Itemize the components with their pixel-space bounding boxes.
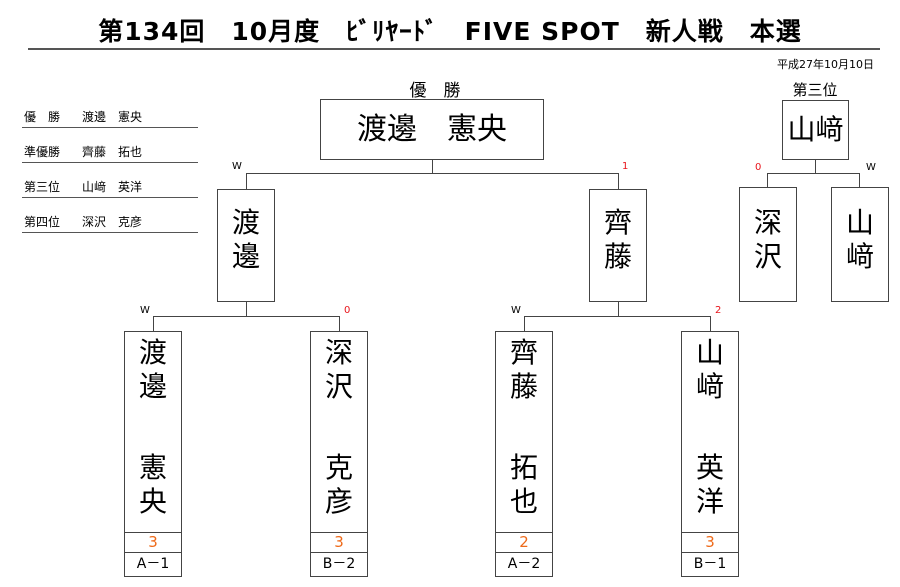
champion-box: 渡邊 憲央 [320, 99, 544, 160]
player-name-char: 憲 [138, 451, 167, 485]
player-box-b2: 深 沢 克 彦 3 B－2 [310, 331, 368, 577]
third-left-mark: 0 [755, 162, 762, 173]
result-rank: 優 勝 [24, 110, 61, 124]
result-name: 深沢 克彦 [82, 215, 143, 229]
player-name-char: 克 [324, 451, 353, 485]
result-rank: 第四位 [24, 215, 61, 229]
third-place-name: 山﨑 [787, 113, 844, 146]
player-name-char: 央 [138, 484, 167, 518]
player-score: 3 [125, 532, 181, 551]
match-mark: W [511, 305, 521, 316]
result-name: 齊藤 拓也 [82, 145, 143, 159]
semi-name-char: 邊 [231, 239, 260, 273]
player-name-char: 渡 [138, 336, 167, 369]
player-name-char: 齊 [509, 336, 538, 369]
player-box-a2: 齊 藤 拓 也 2 A－2 [495, 331, 553, 577]
page-title: 第134回 10月度 ﾋﾞﾘﾔｰﾄﾞ FIVE SPOT 新人戦 本選 [98, 17, 802, 46]
bracket-line [618, 173, 619, 189]
bracket-line [859, 173, 860, 187]
semi-name-char: 藤 [603, 239, 632, 273]
bracket-line [767, 173, 768, 187]
player-group: B－1 [682, 552, 738, 577]
result-rank: 第三位 [24, 180, 61, 194]
player-name-char: 邊 [138, 369, 167, 403]
bracket-line [767, 173, 860, 174]
result-row-runner-up: 準優勝 齊藤 拓也 [22, 143, 198, 163]
bracket-line [246, 173, 619, 174]
player-name-char: 沢 [753, 239, 782, 273]
player-box-a1: 渡 邊 憲 央 3 A－1 [124, 331, 182, 577]
player-group: A－2 [496, 552, 552, 577]
player-name-char: 拓 [509, 451, 538, 485]
player-score: 2 [496, 532, 552, 551]
bracket-line [246, 173, 247, 189]
player-group: B－2 [311, 552, 367, 577]
result-row-champion: 優 勝 渡邊 憲央 [22, 108, 198, 128]
result-name: 渡邊 憲央 [82, 110, 143, 124]
semi-box-left: 渡 邊 [217, 189, 275, 302]
title-divider [28, 48, 880, 50]
player-name-char: 山 [695, 336, 724, 369]
champion-name: 渡邊 憲央 [357, 112, 507, 147]
bracket-line [339, 316, 340, 331]
bracket-line [815, 160, 816, 173]
semi-box-right: 齊 藤 [589, 189, 647, 302]
player-name-char: 英 [695, 451, 724, 485]
third-place-caption: 第三位 [792, 81, 838, 99]
final-right-mark: 1 [622, 161, 629, 172]
match-mark: 2 [715, 305, 722, 316]
bracket-line [618, 302, 619, 317]
bracket-line [432, 160, 433, 173]
result-row-third: 第三位 山﨑 英洋 [22, 178, 198, 198]
semi-name-char: 渡 [231, 206, 260, 239]
match-mark: W [140, 305, 150, 316]
bracket-line [710, 316, 711, 331]
result-rank: 準優勝 [24, 145, 61, 159]
result-row-fourth: 第四位 深沢 克彦 [22, 213, 198, 233]
player-name-char: 深 [324, 336, 353, 369]
champion-caption: 優 勝 [409, 81, 461, 101]
bracket-line [524, 316, 525, 331]
player-name-char: 﨑 [695, 369, 724, 403]
match-mark: 0 [344, 305, 351, 316]
player-box-b1: 山 﨑 英 洋 3 B－1 [681, 331, 739, 577]
player-name-char: 深 [753, 206, 782, 239]
player-name-char: 沢 [324, 369, 353, 403]
third-right-mark: W [866, 162, 876, 173]
final-left-mark: W [232, 161, 242, 172]
third-player-box-right: 山 﨑 [831, 187, 889, 302]
player-name-char: 藤 [509, 369, 538, 403]
player-name-char: 彦 [324, 484, 353, 518]
bracket-line [153, 316, 340, 317]
third-player-box-left: 深 沢 [739, 187, 797, 302]
bracket-line [524, 316, 711, 317]
player-score: 3 [311, 532, 367, 551]
event-date: 平成27年10月10日 [777, 58, 874, 71]
player-name-char: 山 [845, 206, 874, 239]
player-group: A－1 [125, 552, 181, 577]
player-name-char: 﨑 [845, 239, 874, 273]
third-place-box: 山﨑 [782, 100, 849, 160]
result-name: 山﨑 英洋 [82, 180, 143, 194]
player-score: 3 [682, 532, 738, 551]
bracket-line [153, 316, 154, 331]
bracket-line [246, 302, 247, 317]
semi-name-char: 齊 [603, 206, 632, 239]
player-name-char: 也 [509, 484, 538, 518]
player-name-char: 洋 [695, 484, 724, 518]
